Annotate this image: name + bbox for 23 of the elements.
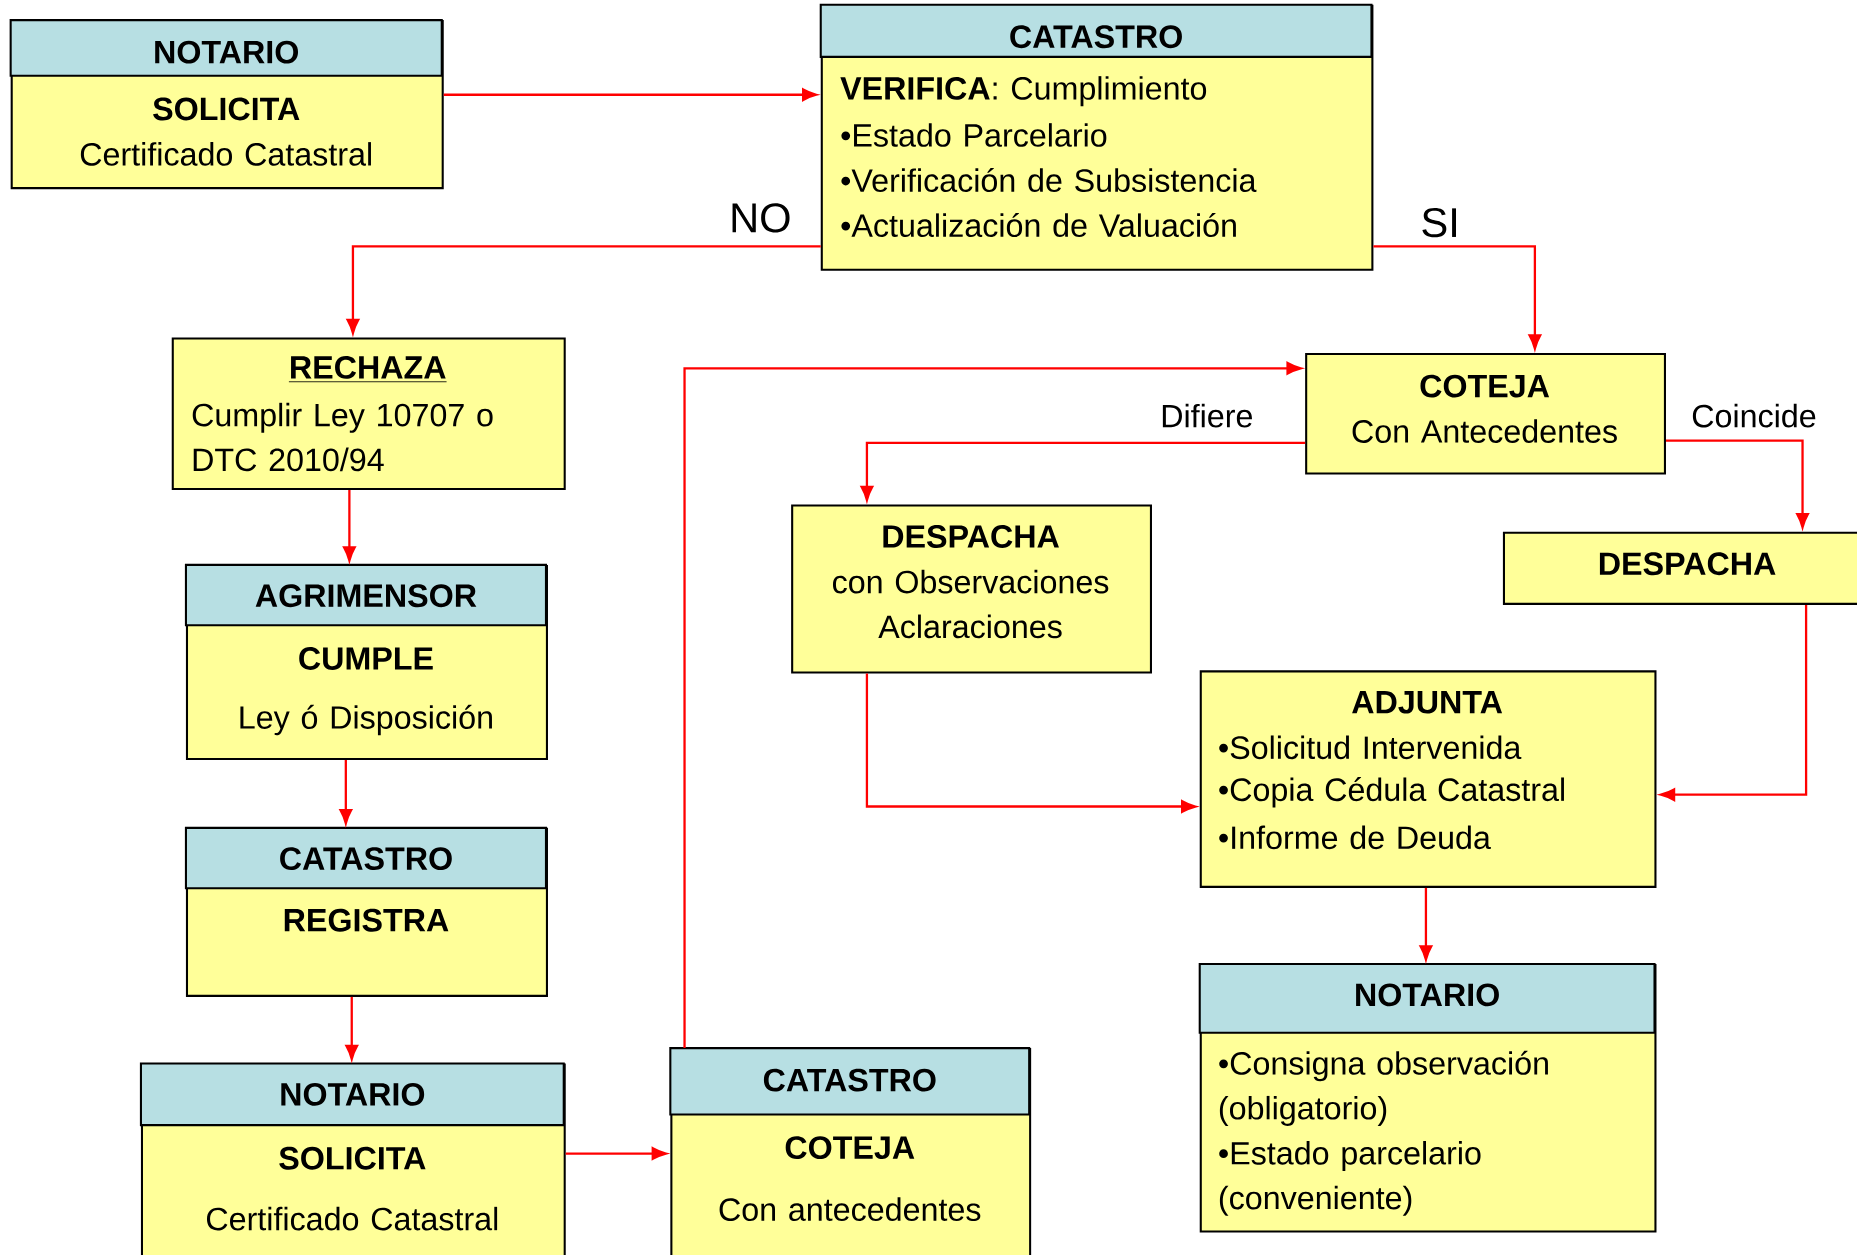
process-box: AGRIMENSOR CUMPLE Ley ó Disposición	[184, 563, 548, 760]
arrow	[339, 759, 353, 825]
process-box: DESPACHA	[1502, 531, 1857, 605]
arrow	[343, 489, 356, 562]
process-box: NOTARIO •Consigna observación (obligatorio) •Estado parcelario (conveniente)	[1198, 962, 1657, 1233]
process-box: CATASTRO REGISTRA	[184, 826, 548, 997]
process-box: RECHAZA Cumplir Ley 10707 o DTC 2010/94	[171, 337, 566, 490]
arrow	[1373, 245, 1542, 350]
arrow	[683, 361, 1302, 1048]
process-box: COTEJA Con Antecedentes	[1305, 352, 1666, 475]
edge-label: Coincide	[1689, 401, 1819, 430]
process-box: NOTARIO SOLICITA Certificado Catastral	[9, 18, 444, 189]
process-box: DESPACHA con Observaciones Aclaraciones	[791, 504, 1152, 674]
arrow	[1419, 887, 1433, 961]
process-box: ADJUNTA •Solicitud Intervenida •Copia Cédula Catastral •Informe de Deuda	[1199, 670, 1657, 888]
arrow	[1659, 604, 1808, 801]
edge-label: SI	[1418, 205, 1462, 240]
process-box: NOTARIO SOLICITA Certificado Catastral	[139, 1062, 566, 1255]
arrow	[443, 88, 818, 101]
process-box: CATASTRO COTEJA Con antecedentes	[669, 1046, 1032, 1255]
process-box: CATASTRO VERIFICA: Cumplimiento •Estado Parcelario •Verificación de Subsistencia •Actualización de Valuación	[819, 3, 1374, 271]
edge-label: Difiere	[1158, 401, 1256, 430]
edge-label: NO	[727, 200, 794, 235]
